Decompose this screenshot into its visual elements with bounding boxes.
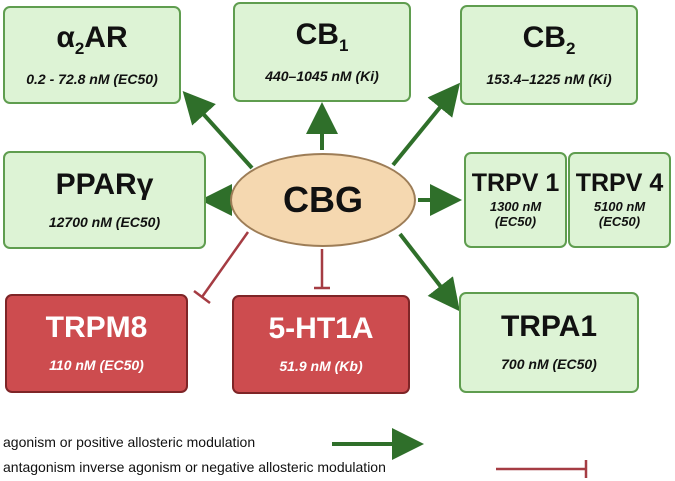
arrow-to-a2ar (182, 91, 254, 170)
pparg-title: PPARγ (55, 167, 154, 201)
cbg-center: CBG (230, 153, 416, 247)
trpv4-box: TRPV 4 5100 nM (EC50) (568, 152, 671, 248)
inhibit-line-trpm8 (200, 231, 250, 298)
trpa1-value: 700 nM (EC50) (501, 356, 597, 373)
trpm8-box: TRPM8 110 nM (EC50) (5, 294, 188, 393)
cb2-box: CB2 153.4–1225 nM (Ki) (460, 5, 638, 105)
trpa1-box: TRPA1 700 nM (EC50) (459, 292, 639, 393)
5ht1a-box: 5-HT1A 51.9 nM (Kb) (232, 295, 410, 394)
cb1-title: CB1 (295, 17, 349, 55)
trpv1-value: 1300 nM (EC50) (489, 198, 542, 229)
cb1-value: 440–1045 nM (Ki) (265, 67, 379, 84)
trpm8-value: 110 nM (EC50) (49, 357, 144, 374)
pparg-value: 12700 nM (EC50) (48, 213, 161, 230)
trpv4-title: TRPV 4 (575, 168, 664, 197)
a2ar-box: α2AR 0.2 - 72.8 nM (EC50) (3, 6, 181, 104)
cb1-box: CB1 440–1045 nM (Ki) (233, 2, 411, 102)
arrow-to-trpa1 (398, 232, 460, 312)
trpm8-title: TRPM8 (45, 311, 148, 345)
arrow-to-cb2 (391, 82, 461, 167)
pparg-box: PPARγ 12700 nM (EC50) (3, 151, 206, 249)
cb2-title: CB2 (522, 20, 576, 58)
trpv1-title: TRPV 1 (471, 168, 560, 197)
a2ar-title: α2AR (56, 20, 128, 58)
inhibit-bar-trpm8 (193, 290, 211, 304)
5ht1a-title: 5-HT1A (268, 312, 374, 346)
legend-antagonism-label: antagonism inverse agonism or negative a… (3, 459, 386, 475)
legend-agonism-label: agonism or positive allosteric modulatio… (3, 434, 256, 450)
trpa1-title: TRPA1 (500, 310, 598, 344)
5ht1a-value: 51.9 nM (Kb) (279, 358, 363, 375)
cb2-value: 153.4–1225 nM (Ki) (486, 70, 612, 87)
a2ar-value: 0.2 - 72.8 nM (EC50) (26, 70, 158, 87)
trpv1-box: TRPV 1 1300 nM (EC50) (464, 152, 567, 248)
trpv4-value: 5100 nM (EC50) (593, 198, 646, 229)
